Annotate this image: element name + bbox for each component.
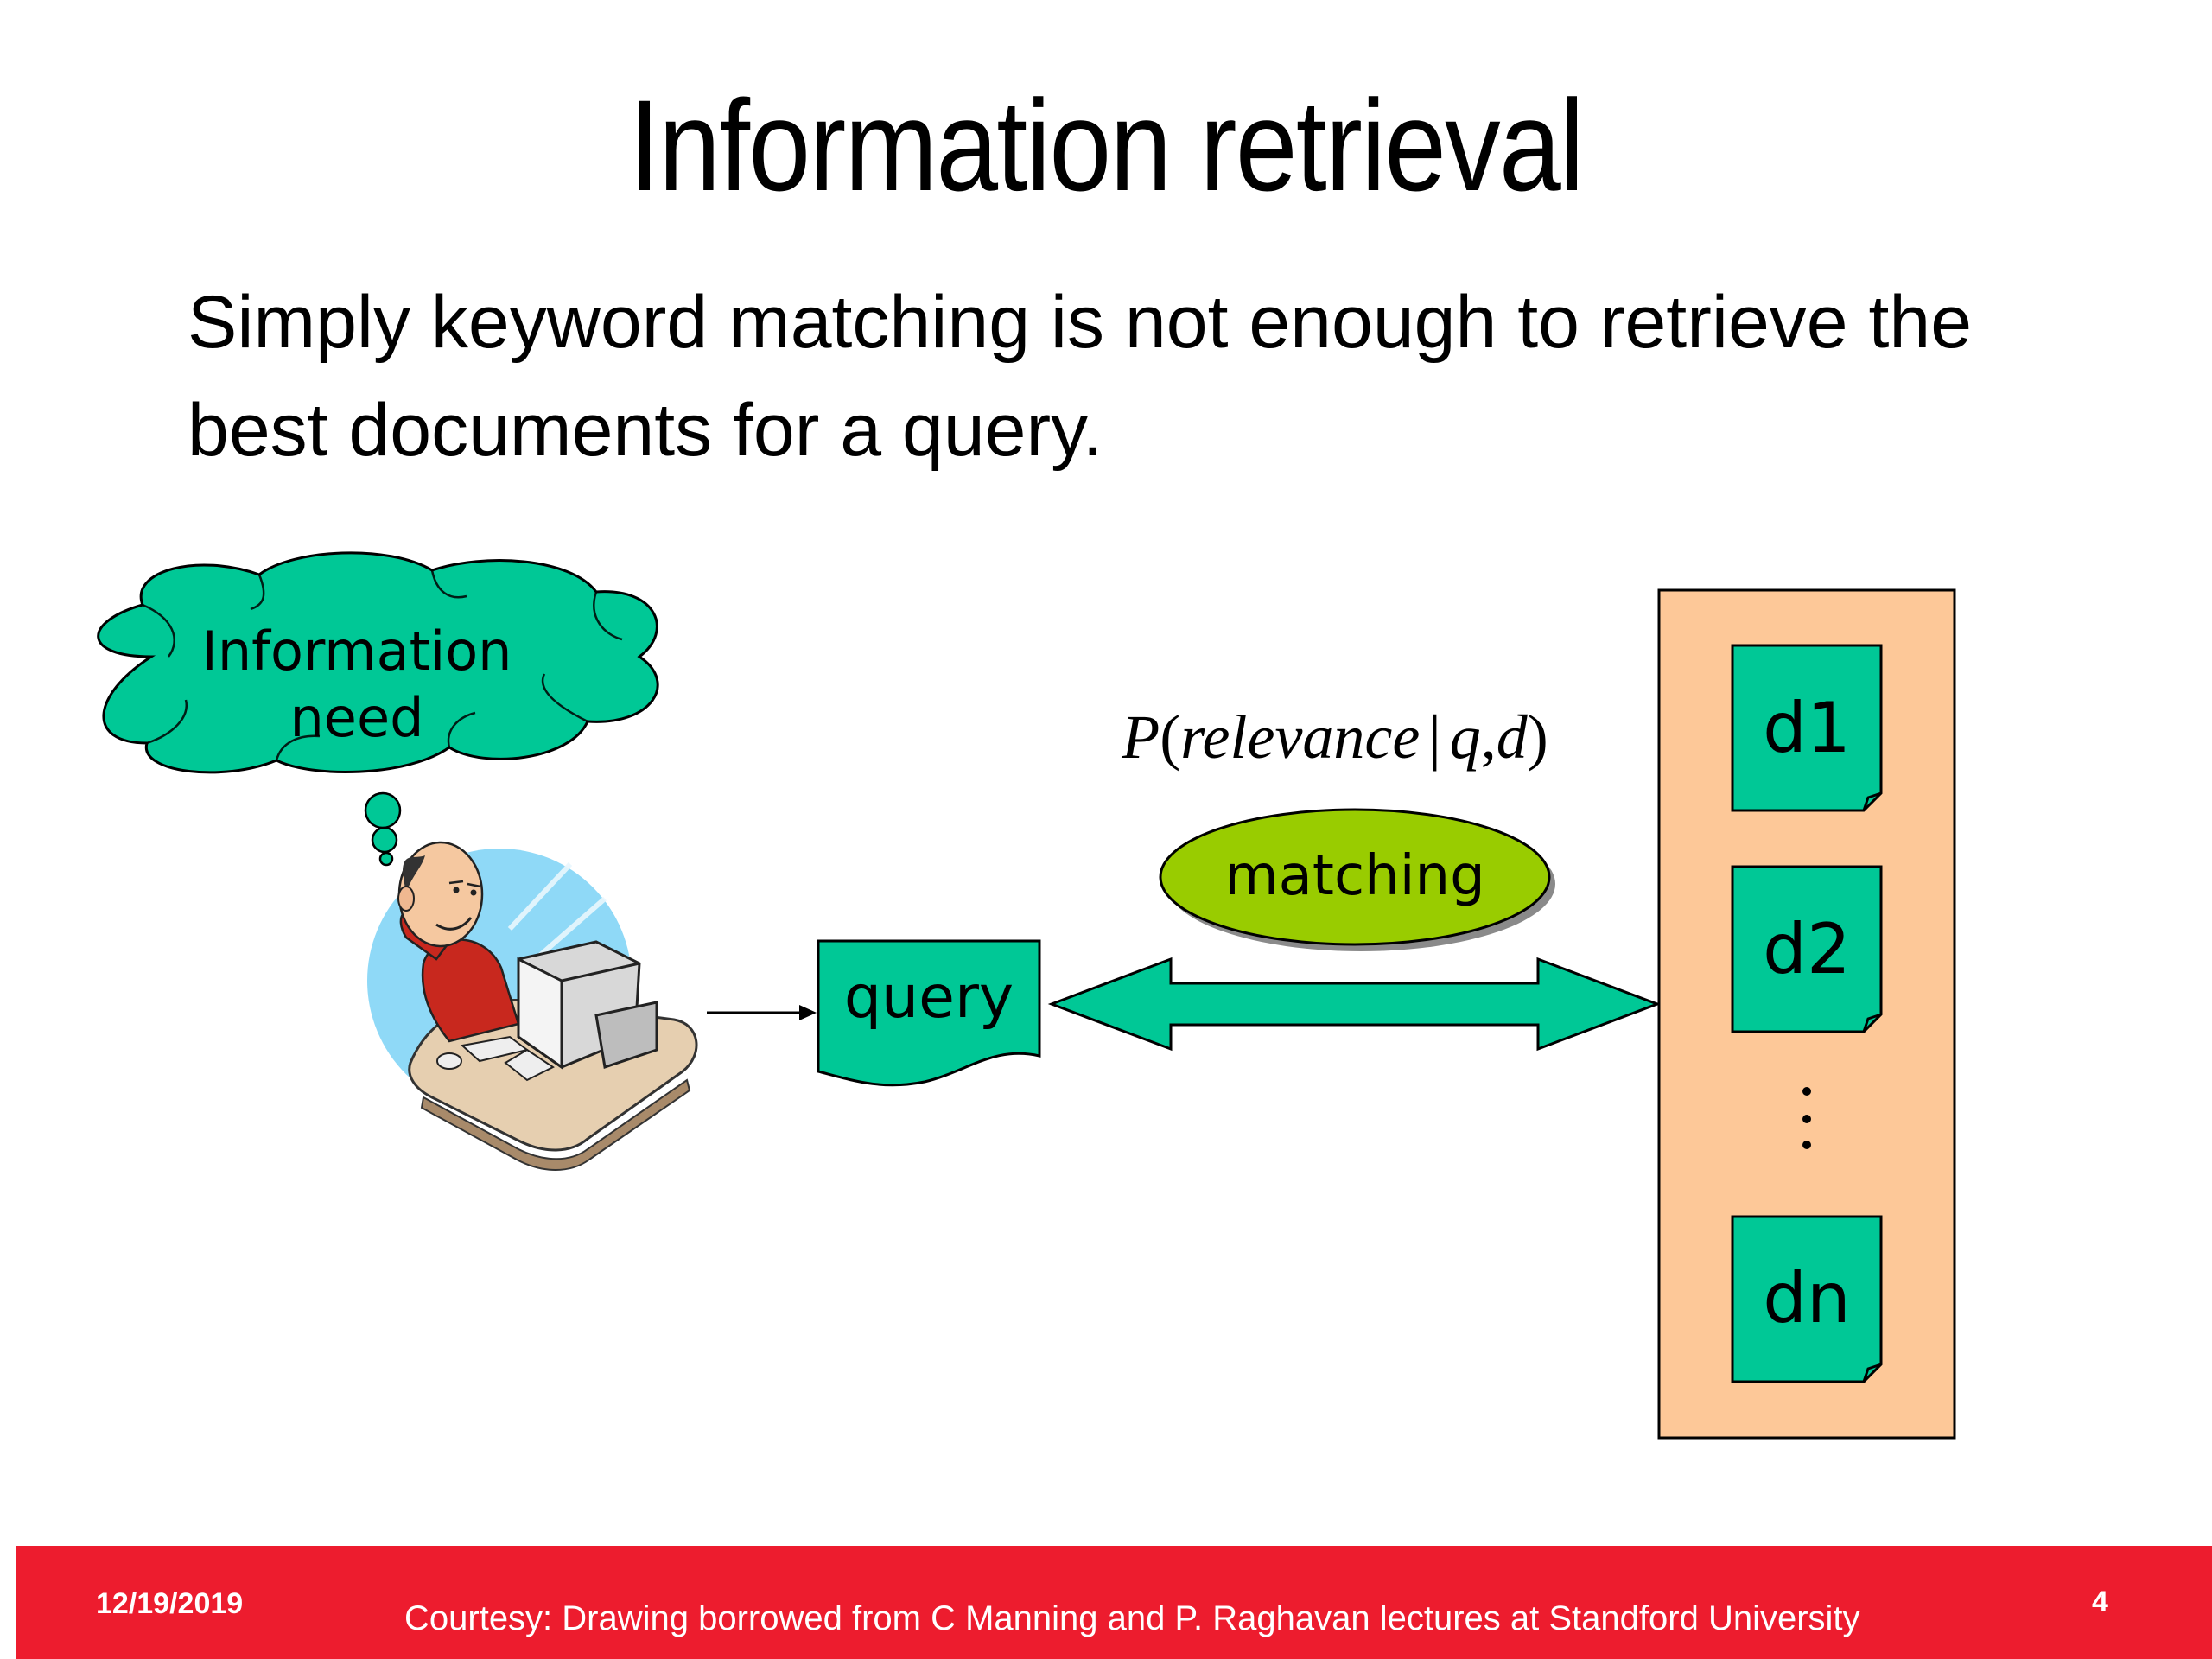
slide-title: Information retrieval	[629, 73, 1585, 218]
formula-p: P	[1121, 702, 1160, 772]
query-document: query	[817, 939, 1041, 1087]
vertical-ellipsis	[1802, 1087, 1811, 1149]
double-headed-arrow	[1047, 957, 1662, 1052]
formula-bar: |	[1428, 702, 1440, 772]
body-text-line-2: best documents for a query.	[188, 389, 1103, 472]
cloud-label-line-1: Information	[202, 620, 512, 683]
thought-cloud: Information need	[97, 551, 659, 774]
document-label-d1: d1	[1763, 688, 1851, 768]
person-at-computer-illustration	[367, 841, 698, 1171]
footer-credit: Courtesy: Drawing borrowed from C Mannin…	[404, 1599, 1860, 1637]
formula-d: d	[1497, 702, 1529, 772]
formula-relevance: relevance	[1180, 702, 1420, 772]
document-d1: d1	[1731, 644, 1883, 812]
cloud-label-line-2: need	[290, 686, 424, 749]
computer	[436, 940, 658, 1082]
ir-diagram: Information need	[97, 551, 1956, 1440]
arrow-to-query	[707, 1005, 817, 1020]
query-label: query	[844, 963, 1014, 1032]
document-label-dn: dn	[1763, 1258, 1850, 1338]
footer-bar: 12/19/2019 Courtesy: Drawing borrowed fr…	[16, 1546, 2212, 1659]
document-dn: dn	[1731, 1215, 1883, 1383]
formula-close-paren: )	[1528, 702, 1548, 772]
footer-page-number: 4	[2092, 1586, 2108, 1618]
body-text-line-1: Simply keyword matching is not enough to…	[188, 281, 1973, 364]
footer-date: 12/19/2019	[96, 1587, 244, 1620]
matching-ellipse: matching	[1159, 808, 1555, 951]
cloud-shape	[97, 551, 659, 774]
relevance-formula: P(relevance|q,d)	[1121, 702, 1548, 772]
formula-open-paren: (	[1160, 702, 1180, 772]
document-d2: d2	[1731, 865, 1883, 1033]
document-label-d2: d2	[1763, 909, 1851, 989]
matching-label: matching	[1224, 844, 1484, 908]
formula-q: q	[1450, 702, 1481, 772]
thought-bubbles	[364, 791, 402, 867]
formula-comma: ,	[1481, 702, 1497, 772]
